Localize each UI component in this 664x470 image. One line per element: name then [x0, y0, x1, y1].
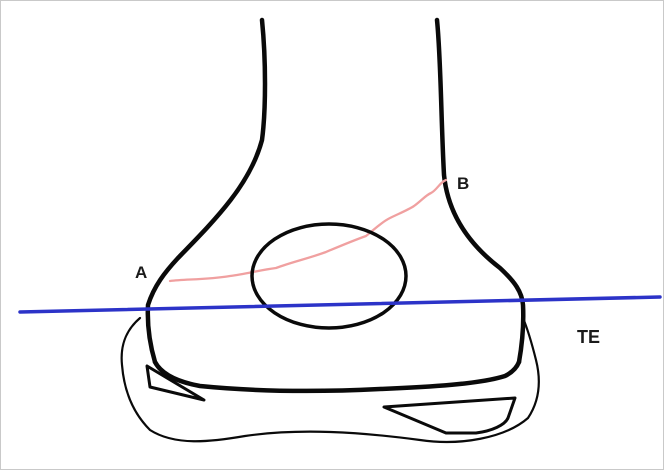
- label-b: B: [457, 175, 469, 192]
- label-a: A: [135, 264, 147, 281]
- right-condyle-marker: [384, 398, 515, 433]
- distal-articular-surface: [155, 362, 519, 391]
- te-line: [20, 297, 660, 312]
- bone-right-outline: [437, 20, 523, 362]
- label-te: TE: [577, 328, 600, 346]
- bone-left-outline: [148, 20, 265, 362]
- central-circle: [252, 224, 406, 328]
